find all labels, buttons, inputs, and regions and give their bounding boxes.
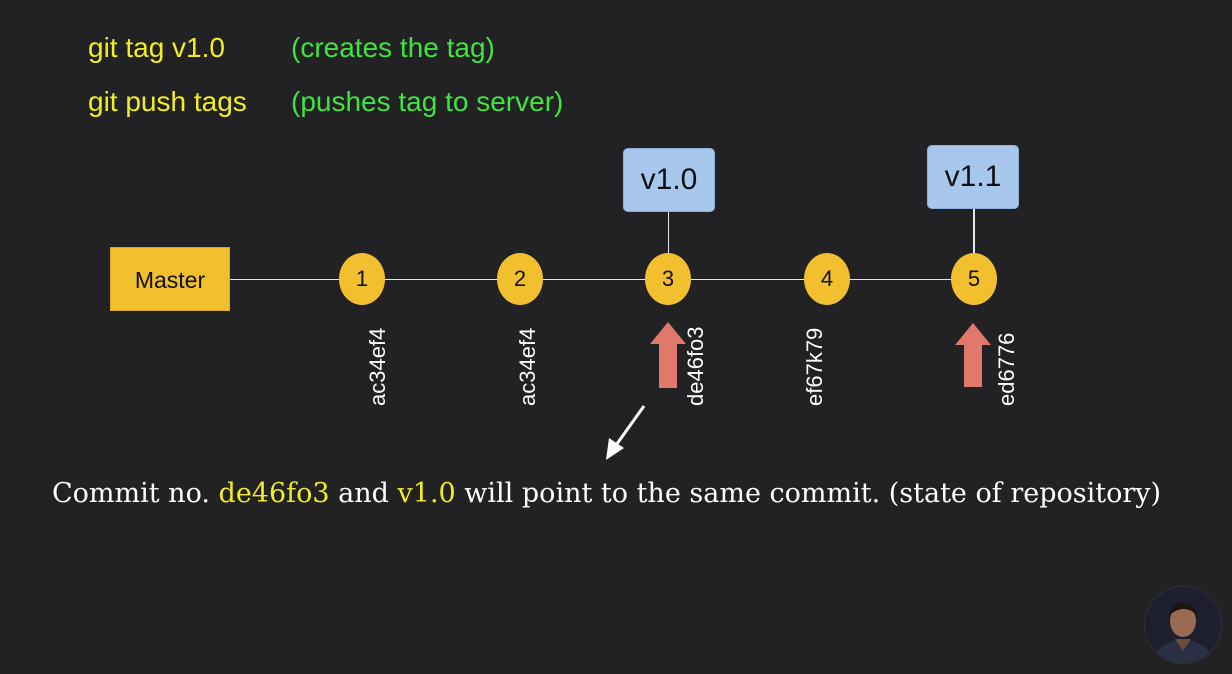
command-description: (creates the tag) <box>291 32 495 63</box>
caption-text: and <box>329 478 398 509</box>
commit-hash-4: ef67k79 <box>802 327 827 406</box>
caption-text: Commit no. <box>52 478 219 509</box>
commit-node-5: 5 <box>951 253 997 305</box>
tag-pointer-arrow-icon <box>650 322 686 388</box>
tag-connector-line <box>667 211 669 257</box>
commit-node-3: 3 <box>645 253 691 305</box>
commit-hash-3: de46fo3 <box>683 326 708 406</box>
master-branch-box: Master <box>110 247 230 311</box>
tag-pointer-arrow-icon <box>955 323 991 387</box>
presenter-avatar <box>1145 587 1221 663</box>
tag-label: v1.0 <box>640 163 698 196</box>
person-icon <box>1145 587 1221 663</box>
commit-number: 2 <box>513 266 527 291</box>
commit-number: 4 <box>820 266 834 291</box>
command-description: (pushes tag to server) <box>291 86 564 117</box>
tag-box-v1-0: v1.0 <box>623 148 715 212</box>
caption-hash-highlight: de46fo3 <box>218 478 330 509</box>
command-line-2: git push tags (pushes tag to server) <box>88 86 563 117</box>
commit-node-2: 2 <box>497 253 543 305</box>
command-text: git push tags <box>88 86 247 117</box>
tag-box-v1-1: v1.1 <box>927 145 1019 209</box>
commit-hash-5: ed6776 <box>994 332 1019 406</box>
caption-text: will point to the same commit. (state of… <box>455 478 1162 509</box>
tag-connector-line <box>973 208 975 256</box>
caption-tag-highlight: v1.0 <box>397 478 456 509</box>
commit-timeline <box>230 278 975 280</box>
command-text: git tag v1.0 <box>88 32 225 63</box>
commit-node-1: 1 <box>339 253 385 305</box>
command-line-1: git tag v1.0 (creates the tag) <box>88 32 495 63</box>
diagonal-arrow-icon <box>606 405 646 460</box>
branch-label: Master <box>134 267 206 293</box>
commit-hash-1: ac34ef4 <box>365 327 390 406</box>
caption-sentence: Commit no. de46fo3 and v1.0 will point t… <box>52 476 1212 512</box>
commit-number: 5 <box>967 266 981 291</box>
commit-node-4: 4 <box>804 253 850 305</box>
commit-hash-2: ac34ef4 <box>515 327 540 406</box>
commit-number: 1 <box>355 266 369 291</box>
tag-label: v1.1 <box>944 160 1002 193</box>
commit-number: 3 <box>661 266 675 291</box>
